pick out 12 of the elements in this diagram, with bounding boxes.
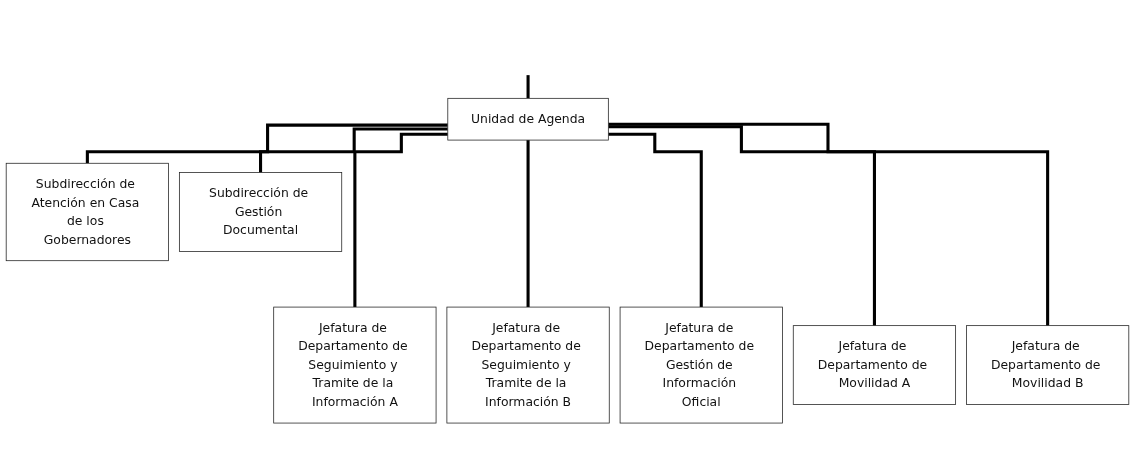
node-box: Jefatura de Departamento de Movilidad A <box>792 325 956 405</box>
connector <box>608 132 703 309</box>
node-box: Jefatura de Departamento de Seguimiento y Tramite de la Información B <box>446 306 610 424</box>
node-box: Unidad de Agenda <box>447 97 609 141</box>
connector <box>353 132 448 309</box>
node-box: Subdirección de Atención en Casa de los Gobernadores <box>5 162 169 262</box>
connector <box>85 123 448 165</box>
node-box: Subdirección de Gestión Documental <box>179 172 343 252</box>
node-box: Jefatura de Departamento de Seguimiento y Tramite de la Información A <box>273 306 437 424</box>
node-box: Jefatura de Departamento de Gestión de Información Oficial <box>619 306 783 424</box>
node-box: Jefatura de Departamento de Movilidad B <box>966 325 1130 405</box>
connector <box>526 73 530 100</box>
